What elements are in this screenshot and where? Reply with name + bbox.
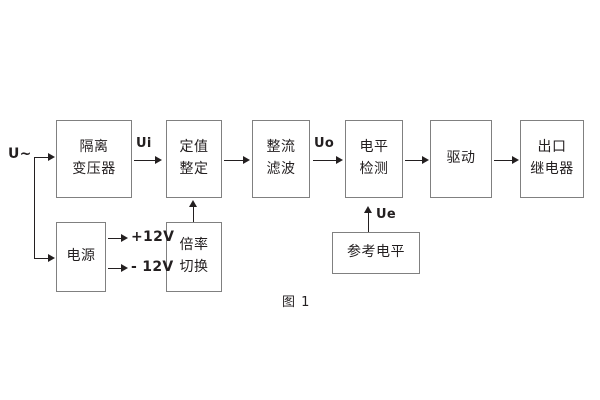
connector-drive-to-output-relay	[494, 160, 513, 161]
block-power-supply-line-1: 电源	[66, 248, 96, 265]
connector-level-detection-to-drive	[405, 160, 423, 161]
block-isolation-transformer: 隔离 变压器	[56, 120, 132, 198]
arrowhead-power-supply-positive	[121, 234, 128, 242]
block-multiplier-switch: 倍率 切换	[166, 222, 222, 292]
block-multiplier-switch-line-2: 切换	[179, 259, 209, 275]
block-output-relay-line-2: 继电器	[530, 161, 574, 177]
block-drive: 驱动	[430, 120, 492, 198]
connector-multiplier-to-setting	[193, 206, 194, 222]
arrowhead-power-supply-negative	[121, 264, 128, 272]
block-level-detection-line-1: 电平	[359, 139, 389, 156]
arrowhead-transformer-to-setting	[155, 156, 162, 164]
arrowhead-multiplier-to-setting	[189, 200, 197, 207]
block-level-detection: 电平 检测	[345, 120, 403, 198]
signal-label-uo: Uo	[314, 136, 335, 151]
block-output-relay: 出口 继电器	[520, 120, 584, 198]
arrowhead-rectify-to-level-detection	[336, 156, 343, 164]
block-power-supply: 电源	[56, 222, 106, 292]
arrowhead-setting-to-rectify	[243, 156, 250, 164]
connector-input-to-transformer	[34, 157, 49, 158]
connector-input-to-power-supply	[34, 258, 49, 259]
block-rectify-filter-line-2: 滤波	[266, 161, 296, 177]
block-reference-level-line-1: 参考电平	[347, 244, 405, 261]
connector-reference-to-level-detection	[368, 212, 369, 232]
connector-power-supply-positive	[108, 238, 122, 239]
signal-label-supply-positive: +12V	[131, 229, 175, 245]
signal-label-supply-negative: - 12V	[131, 259, 174, 275]
figure-caption: 图 1	[282, 295, 311, 310]
connector-setting-to-rectify	[224, 160, 244, 161]
block-reference-level: 参考电平	[332, 232, 420, 274]
signal-label-ue: Ue	[376, 207, 396, 222]
block-multiplier-switch-line-1: 倍率	[179, 237, 209, 254]
connector-input-trunk	[34, 157, 35, 258]
block-rectify-filter-line-1: 整流	[266, 139, 296, 156]
connector-power-supply-negative	[108, 268, 122, 269]
signal-label-ui: Ui	[136, 136, 152, 151]
arrowhead-reference-to-level-detection	[364, 206, 372, 213]
signal-label-input-source: U~	[8, 146, 32, 162]
arrowhead-input-to-transformer	[48, 153, 55, 161]
connector-transformer-to-setting	[134, 160, 156, 161]
block-level-detection-line-2: 检测	[359, 161, 389, 177]
block-setting-value-line-1: 定值	[179, 139, 209, 156]
arrowhead-drive-to-output-relay	[512, 156, 519, 164]
block-isolation-transformer-line-1: 隔离	[79, 139, 109, 156]
block-setting-value-line-2: 整定	[179, 161, 209, 177]
arrowhead-input-to-power-supply	[48, 254, 55, 262]
block-drive-line-1: 驱动	[446, 150, 476, 167]
block-output-relay-line-1: 出口	[537, 139, 567, 156]
block-rectify-filter: 整流 滤波	[252, 120, 310, 198]
block-setting-value: 定值 整定	[166, 120, 222, 198]
arrowhead-level-detection-to-drive	[422, 156, 429, 164]
block-isolation-transformer-line-2: 变压器	[72, 161, 116, 177]
connector-rectify-to-level-detection	[313, 160, 337, 161]
